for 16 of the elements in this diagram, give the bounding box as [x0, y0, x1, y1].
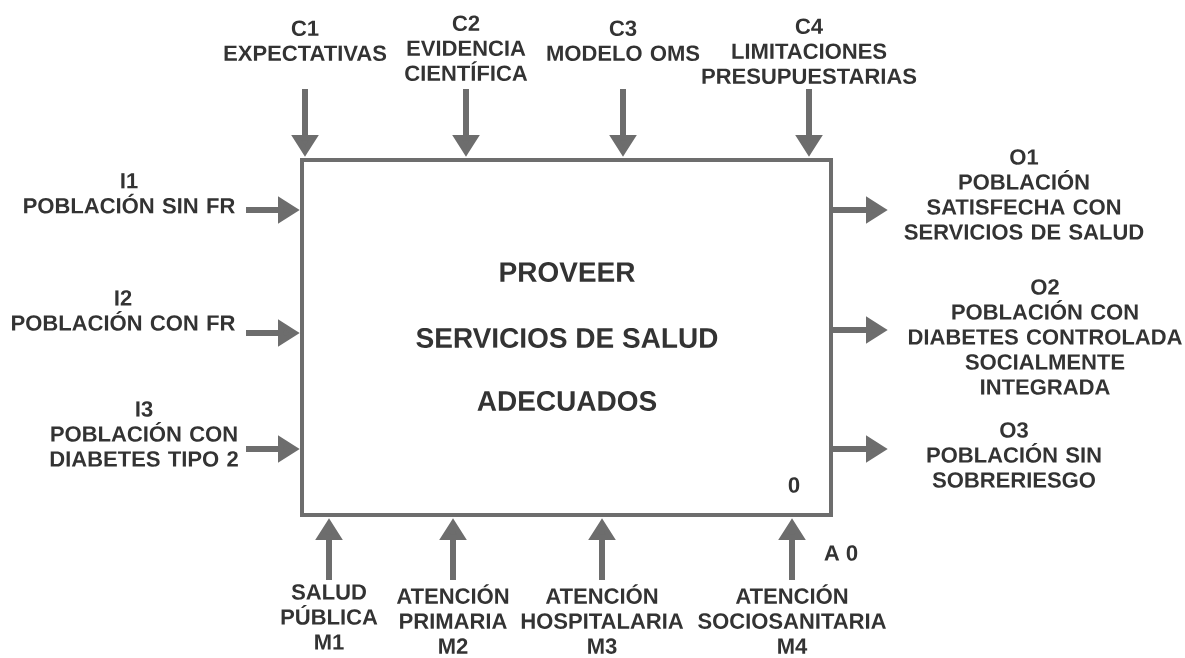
flow-label: I2 POBLACIÓN CON FR [12, 290, 235, 331]
flow-label: I1 POBLACIÓN SIN FR [24, 173, 235, 214]
flow-label: ATENCIÓN HOSPITALARIA M3 [521, 584, 684, 654]
flow-label: C3 MODELO OMS [547, 20, 700, 61]
flow-label: ATENCIÓN SOCIOSANITARIA M4 [698, 584, 886, 654]
flow-label: ATENCIÓN PRIMARIA M2 [396, 584, 509, 654]
flow-label: O2 POBLACIÓN CON DIABETES CONTROLADA SOCIALMENTE INTEGRADA [909, 279, 1182, 395]
flow-label: I3 POBLACIÓN CON DIABETES TIPO 2 [50, 401, 238, 467]
flow-label: C1 EXPECTATIVAS [224, 20, 387, 61]
flow-label: C2 EVIDENCIA CIENTÍFICA [405, 15, 528, 81]
process-box: PROVEER SERVICIOS DE SALUD ADECUADOS 0 [300, 158, 833, 517]
flow-label: O3 POBLACIÓN SIN SOBRERIESGO [927, 422, 1101, 488]
flow-label: C4 LIMITACIONES PRESUPUESTARIAS [702, 18, 917, 84]
diagram-number: A 0 [824, 545, 858, 561]
flow-label: O1 POBLACIÓN SATISFECHA CON SERVICIOS DE SALUD [904, 149, 1144, 240]
flow-label: SALUD PÚBLICA M1 [281, 584, 378, 650]
